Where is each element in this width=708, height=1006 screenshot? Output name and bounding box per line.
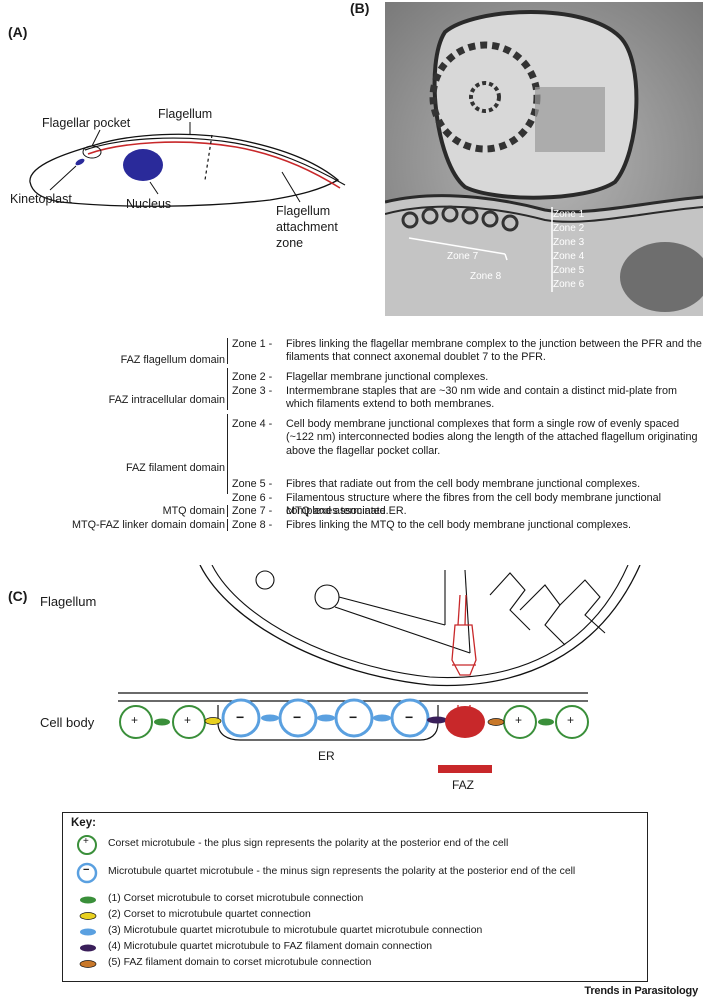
panel-c-label: (C) <box>8 588 28 604</box>
zone-5-row: Zone 5 - <box>232 478 273 490</box>
domain-mtq: MTQ domain <box>162 505 225 517</box>
zone-5-label: Zone 5 <box>553 265 585 276</box>
key-box: Key: + Corset microtubule - the plus sig… <box>62 812 648 982</box>
plus-sign-3: + <box>515 713 523 727</box>
plus-sign-2: + <box>184 713 192 727</box>
zone-1-row: Zone 1 - <box>232 338 273 350</box>
zone-7-desc: MTQ and associated ER. <box>286 505 407 517</box>
flagellum-label: Flagellum <box>158 107 213 121</box>
journal-footer: Trends in Parasitology <box>584 985 698 997</box>
zone-6-desc: Filamentous structure where the fibres f… <box>286 492 662 518</box>
flagellum-region-label: Flagellum <box>40 594 97 609</box>
nucleus-shape <box>123 149 163 181</box>
trypanosome-diagram <box>29 122 346 207</box>
zone-2-label: Zone 2 <box>553 223 585 234</box>
domain-mtq-faz-linker: MTQ-FAZ linker domain domain <box>71 519 225 531</box>
domain-faz-intracellular: FAZ intracellular domain <box>108 394 225 406</box>
kinetoplast-label: Kinetoplast <box>10 192 72 206</box>
panel-a-label: (A) <box>8 24 28 40</box>
zone-3-label: Zone 3 <box>553 237 585 248</box>
plus-sign-1: + <box>131 713 139 727</box>
faz-line <box>87 141 341 189</box>
zone-labels-right: Zone 1 Zone 2 Zone 3 Zone 4 Zone 5 Zone … <box>553 208 584 292</box>
minus-sign-1: − <box>236 709 245 725</box>
nucleus-label: Nucleus <box>126 197 172 211</box>
zone-4-label: Zone 4 <box>553 251 585 262</box>
zone-4-row: Zone 4 - <box>232 418 273 430</box>
cell-outline <box>29 133 340 207</box>
zone-1-label: Zone 1 <box>553 209 585 220</box>
er-label: ER <box>318 749 335 763</box>
zone-2-desc: Flagellar membrane junctional complexes. <box>286 371 489 383</box>
faz-label-c: FAZ <box>452 778 475 792</box>
zone-7-label: Zone 7 <box>447 251 479 262</box>
panel-b-label: (B) <box>350 0 370 16</box>
zone-1-desc: Fibres linking the flagellar membrane co… <box>286 338 702 364</box>
faz-label: Flagellum attachment zone <box>276 204 338 250</box>
zone-7-row: Zone 7 - <box>232 505 273 517</box>
key-title: Key: <box>71 817 96 829</box>
em-micrograph <box>385 2 703 316</box>
section-cut-line <box>204 134 213 181</box>
zone-8-desc: Fibres linking the MTQ to the cell body … <box>286 519 632 531</box>
minus-sign-4: − <box>405 709 414 725</box>
faz-cross-section-diagram <box>118 565 641 773</box>
flagellum-line <box>84 137 346 186</box>
cell-body-label: Cell body <box>40 715 95 730</box>
flagellar-pocket-label: Flagellar pocket <box>42 116 131 130</box>
zone-2-row: Zone 2 - <box>232 371 273 383</box>
zone-6-row: Zone 6 - <box>232 492 273 504</box>
domain-faz-filament: FAZ filament domain <box>125 462 225 474</box>
zone-8-row: Zone 8 - <box>232 519 273 531</box>
minus-sign-2: − <box>293 709 302 725</box>
minus-sign-3: − <box>349 709 358 725</box>
zone-3-row: Zone 3 - <box>232 385 273 397</box>
zone-6-label: Zone 6 <box>553 279 585 290</box>
zone-8-label: Zone 8 <box>470 271 502 282</box>
zone-4-desc: Cell body membrane junctional complexes … <box>286 418 698 457</box>
domain-faz-flagellum: FAZ flagellum domain <box>120 354 225 366</box>
zone-3-desc: Intermembrane staples that are ~30 nm wi… <box>286 385 677 411</box>
kinetoplast-shape <box>75 158 85 166</box>
plus-sign-4: + <box>567 713 575 727</box>
zone-5-desc: Fibres that radiate out from the cell bo… <box>286 478 641 490</box>
